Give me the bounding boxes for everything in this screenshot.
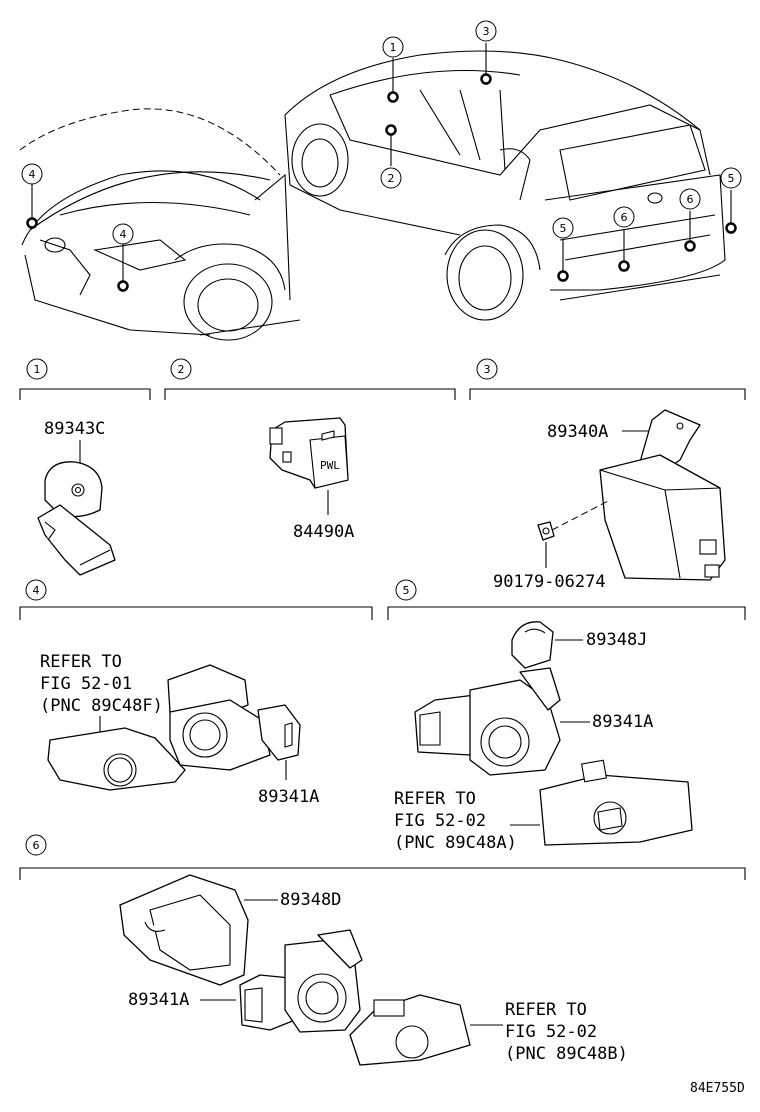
ref-text-5-1: REFER TO (394, 789, 476, 809)
ref-text-5-2: FIG 52-02 (394, 811, 486, 831)
svg-text:1: 1 (390, 41, 397, 54)
diagram-id: 84E755D (690, 1081, 745, 1096)
section-5-header: 5 (387, 579, 746, 620)
svg-text:5: 5 (728, 172, 735, 185)
svg-text:4: 4 (33, 584, 40, 597)
callout-4b: 4 (112, 223, 134, 245)
svg-text:2: 2 (388, 172, 395, 185)
callout-3: 3 (475, 20, 497, 42)
rear-car-illustration (284, 43, 737, 321)
svg-text:3: 3 (483, 25, 490, 38)
part-number-90179-06274: 90179-06274 (493, 572, 606, 592)
ref-text-1: REFER TO (40, 652, 122, 672)
svg-text:5: 5 (403, 584, 410, 597)
switch-label: PWL (320, 459, 340, 472)
ref-text-5-3: (PNC 89C48A) (394, 833, 517, 853)
ref-text-2: FIG 52-01 (40, 674, 132, 694)
svg-text:3: 3 (484, 363, 491, 376)
part-number-84490A: 84490A (293, 522, 354, 542)
section-2-header: 2 (164, 358, 456, 400)
svg-text:5: 5 (560, 222, 567, 235)
svg-text:6: 6 (621, 211, 628, 224)
car-callouts: 4 4 1 2 3 5 6 6 5 (21, 20, 742, 245)
part-number-89341A-s4: 89341A (258, 787, 319, 807)
part-number-89348D: 89348D (280, 890, 341, 910)
callout-5b: 5 (720, 167, 742, 189)
section-5-parts: 89348J 89341A REFER TO FIG 52-02 (PNC 89… (394, 621, 693, 853)
callout-1: 1 (382, 36, 404, 58)
part-number-89348J: 89348J (586, 630, 647, 650)
part-number-89341A-s5: 89341A (592, 712, 653, 732)
section-6-parts: 89348D 89341A REFER TO FIG 52-02 (PNC 89… (119, 874, 628, 1066)
callout-4a: 4 (21, 163, 43, 185)
svg-text:6: 6 (687, 193, 694, 206)
svg-text:2: 2 (178, 363, 185, 376)
part-number-89340A: 89340A (547, 422, 608, 442)
section-1-part-sensor: 89343C (37, 419, 116, 576)
section-1-header: 1 (19, 358, 151, 400)
callout-2: 2 (380, 167, 402, 189)
callout-6a: 6 (613, 206, 635, 228)
section-2-part-switch: PWL 84490A (269, 417, 354, 542)
svg-text:6: 6 (33, 839, 40, 852)
part-number-89341A-s6: 89341A (128, 990, 189, 1010)
svg-text:4: 4 (120, 228, 127, 241)
ref-text-6-1: REFER TO (505, 1000, 587, 1020)
callout-5a: 5 (552, 217, 574, 239)
section-6-header: 6 (19, 834, 746, 880)
svg-text:4: 4 (29, 168, 36, 181)
ref-text-6-3: (PNC 89C48B) (505, 1044, 628, 1064)
section-headers: 1 2 3 4 5 6 (19, 358, 746, 880)
ref-text-6-2: FIG 52-02 (505, 1022, 597, 1042)
front-car-illustration (19, 108, 301, 341)
section-3-header: 3 (469, 358, 746, 400)
ref-text-3: (PNC 89C48F) (40, 696, 163, 716)
section-4-parts: REFER TO FIG 52-01 (PNC 89C48F) 89341A (40, 652, 319, 807)
callout-6b: 6 (679, 188, 701, 210)
part-number-89343C: 89343C (44, 419, 105, 439)
section-3-part-ecu: 89340A 90179-06274 (493, 409, 726, 592)
section-4-header: 4 (19, 579, 373, 620)
svg-text:1: 1 (34, 363, 41, 376)
